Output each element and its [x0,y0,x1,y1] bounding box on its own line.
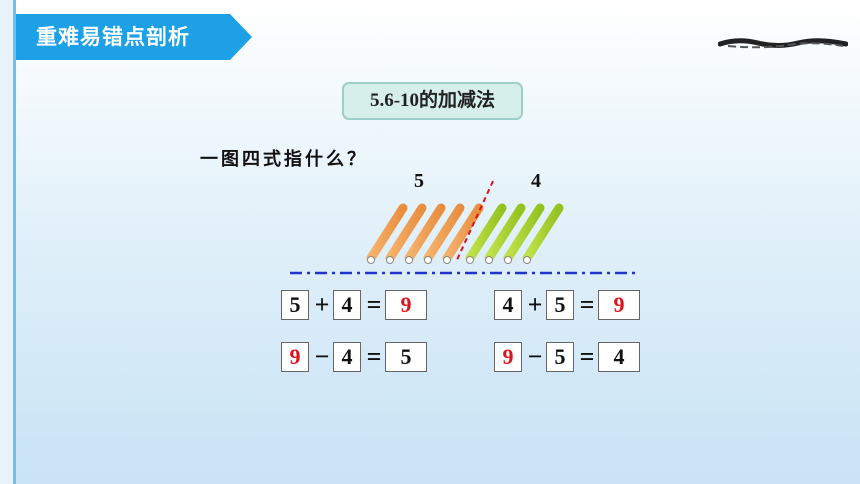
equation-box: 5 [281,290,309,320]
section-banner: 重难易错点剖析 [16,14,252,60]
orange-stick [366,203,408,263]
orange-stick [404,203,446,263]
counting-sticks [290,180,636,275]
green-stick-tip [485,256,493,264]
orange-stick-tip [386,256,394,264]
left-accent-bar [0,0,16,484]
equals-symbol: = [579,290,595,319]
right-count-label: 4 [531,170,541,192]
operator-symbol: + [314,290,330,319]
equation-box: 9 [494,342,522,372]
equals-symbol: = [579,342,595,371]
orange-stick [423,203,465,263]
equation-box: 5 [385,342,427,372]
equation-box: 9 [385,290,427,320]
equation-box: 4 [598,342,640,372]
left-count-label: 5 [414,170,424,192]
green-stick-tip [466,256,474,264]
ink-brush-decoration [718,38,848,49]
green-stick-tip [523,256,531,264]
equation-box: 4 [333,342,361,372]
equation-box: 9 [598,290,640,320]
green-stick [522,203,564,263]
orange-stick-tip [405,256,413,264]
green-stick [503,203,545,263]
equation-box: 4 [494,290,522,320]
section-title: 重难易错点剖析 [36,25,190,49]
green-stick [484,203,526,263]
operator-symbol: − [314,342,330,371]
operator-symbol: + [527,290,543,319]
question-text: 一图四式指什么？ [200,149,368,170]
topic-label: 5.6-10的加减法 [342,82,523,120]
equation-box: 5 [546,290,574,320]
orange-stick [385,203,427,263]
equation-box: 4 [333,290,361,320]
orange-stick [442,203,484,263]
orange-stick-tip [424,256,432,264]
green-stick-tip [504,256,512,264]
operator-symbol: − [527,342,543,371]
green-stick [465,203,507,263]
divider-dashed-line [455,180,494,263]
orange-stick-tip [443,256,451,264]
equals-symbol: = [366,290,382,319]
equation-box: 9 [281,342,309,372]
topic-label-text: 5.6-10的加减法 [369,90,496,111]
equals-symbol: = [366,342,382,371]
orange-stick-tip [367,256,375,264]
equation-box: 5 [546,342,574,372]
